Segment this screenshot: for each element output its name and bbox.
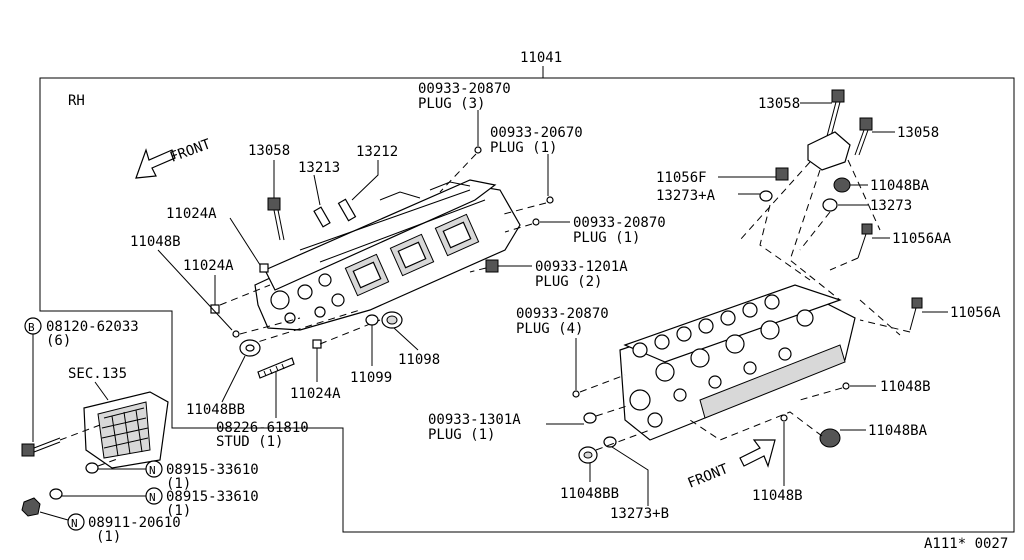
bolt-13058-left-icon [267, 197, 285, 241]
plug-20670-text: PLUG (1) [490, 140, 557, 156]
bolt-b-qty: (6) [46, 333, 71, 349]
label-11048bb-left: 11048BB [186, 402, 245, 418]
letter-n1: N [149, 464, 156, 477]
bolt-b-number: 08120-62033 [46, 319, 139, 335]
reference-code: A111* 0027 [924, 536, 1008, 552]
label-11024a-1: 11024A [166, 206, 217, 222]
bolt-11056f-icon [775, 167, 789, 181]
plug-20870-1-number: 00933-20870 [573, 215, 666, 231]
washer-n2-number: 08915-33610 [166, 489, 259, 505]
letter-b: B [28, 321, 35, 334]
label-13273b: 13273+B [610, 506, 669, 522]
plug-1301a-number: 00933-1301A [428, 412, 521, 428]
nut-n3-icon [21, 497, 41, 517]
plug3-number: 00933-20870 [418, 81, 511, 97]
front-label-left: FRONT [168, 136, 214, 166]
side-label: RH [68, 93, 85, 109]
washer-n2-qty: (1) [166, 503, 191, 519]
circle-n2-icon [145, 487, 163, 505]
label-11024a-3: 11024A [290, 386, 341, 402]
nut-n3-number: 08911-20610 [88, 515, 181, 531]
front-arrow-right-icon [739, 439, 776, 468]
plug3-text: PLUG (3) [418, 96, 485, 112]
bolt-b-icon [21, 437, 61, 457]
label-13058-left: 13058 [248, 143, 290, 159]
plug-20670-number: 00933-20670 [490, 125, 583, 141]
label-11024a-2: 11024A [183, 258, 234, 274]
label-13273a: 13273+A [656, 188, 716, 204]
label-sec135: SEC.135 [68, 366, 127, 382]
label-11048bb-right: 11048BB [560, 486, 619, 502]
plug-20870-4-text: PLUG (4) [516, 321, 583, 337]
front-arrow-left-icon [135, 148, 176, 179]
left-cylinder-head [254, 179, 521, 331]
assembly-frame [39, 77, 1015, 533]
plug-1201a-number: 00933-1201A [535, 259, 628, 275]
seal-11099-icon [365, 314, 379, 326]
stud-icon [257, 357, 295, 379]
label-11099: 11099 [350, 370, 392, 386]
timing-cover-icon [83, 391, 169, 469]
label-13213: 13213 [298, 160, 340, 176]
plug-1201a-text: PLUG (2) [535, 274, 602, 290]
stud-number: 08226-61810 [216, 420, 309, 436]
pin-13213-icon [313, 206, 331, 228]
circle-n3-icon [67, 513, 85, 531]
label-13058-right1: 13058 [758, 96, 800, 112]
seal-11048ba-2-icon [819, 428, 841, 448]
label-11056f: 11056F [656, 170, 707, 186]
label-11056a: 11056A [950, 305, 1001, 321]
pin-13212-icon [337, 198, 357, 222]
nut-n3-qty: (1) [96, 529, 121, 545]
seal-11048bb-left-icon [239, 339, 261, 357]
label-13058-right2: 13058 [897, 125, 939, 141]
label-11098: 11098 [398, 352, 440, 368]
label-11056aa: 11056AA [892, 231, 952, 247]
label-11048b-right2: 11048B [752, 488, 803, 504]
plug-1301a-text: PLUG (1) [428, 427, 495, 443]
assembly-number: 11041 [520, 50, 562, 66]
right-cylinder-head [619, 284, 856, 441]
washer-n1-number: 08915-33610 [166, 462, 259, 478]
stud-text: STUD (1) [216, 434, 283, 450]
circle-n1-icon [145, 460, 163, 478]
label-13273: 13273 [870, 198, 912, 214]
letter-n2: N [149, 491, 156, 504]
label-13212: 13212 [356, 144, 398, 160]
front-label-right: FRONT [686, 461, 732, 492]
plug-1201a-icon [485, 259, 499, 273]
bolt-11056aa-icon [857, 223, 873, 259]
letter-n3: N [71, 517, 78, 530]
seal-11098-icon [381, 311, 403, 329]
seal-11048ba-1-icon [833, 177, 851, 193]
seal-11048bb-right-icon [578, 446, 598, 464]
label-11048ba-1: 11048BA [870, 178, 930, 194]
bracket-icon [807, 131, 851, 171]
plug-20870-1-text: PLUG (1) [573, 230, 640, 246]
label-11048b-right1: 11048B [880, 379, 931, 395]
bolt-13058-right2-icon [854, 117, 873, 156]
label-11048ba-2: 11048BA [868, 423, 928, 439]
bolt-11056a-icon [909, 297, 923, 331]
plug-20870-4-number: 00933-20870 [516, 306, 609, 322]
washer-n1-qty: (1) [166, 476, 191, 492]
label-11048b-left: 11048B [130, 234, 181, 250]
